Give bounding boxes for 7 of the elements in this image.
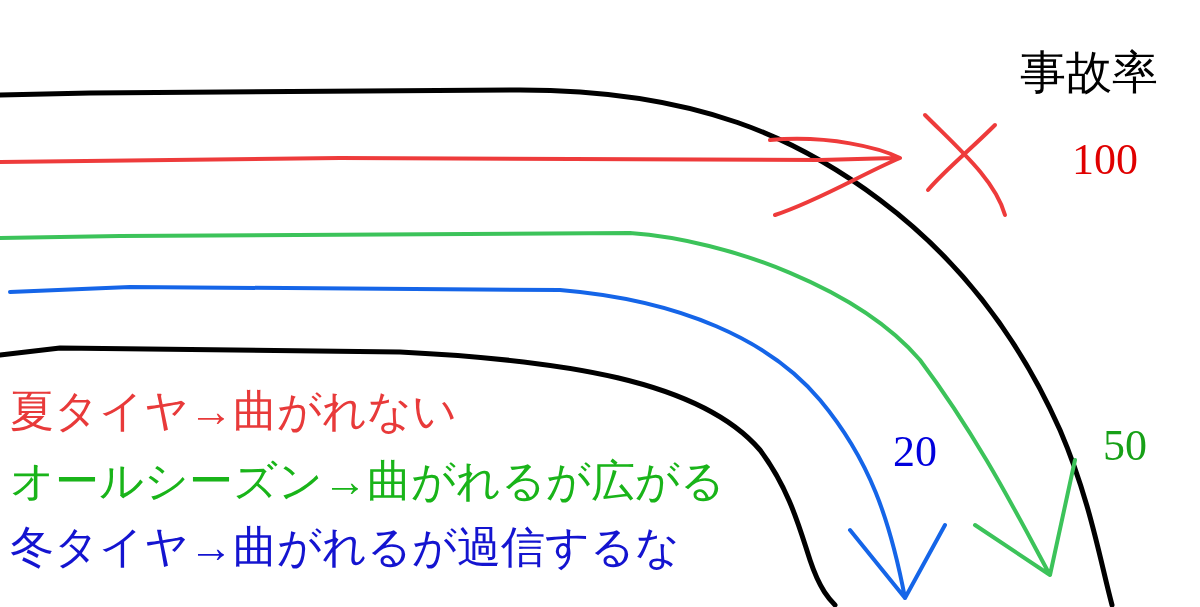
note-text: 夏タイヤ→曲がれない — [10, 388, 457, 437]
axis-title: 事故率 — [1020, 48, 1158, 99]
note-text: 冬タイヤ→曲がれるが過信するな — [10, 524, 680, 573]
value-label: 20 — [893, 428, 937, 477]
note-text: オールシーズン→曲がれるが広がる — [10, 458, 725, 507]
value-label: 100 — [1072, 136, 1138, 185]
value-label: 50 — [1103, 422, 1147, 471]
